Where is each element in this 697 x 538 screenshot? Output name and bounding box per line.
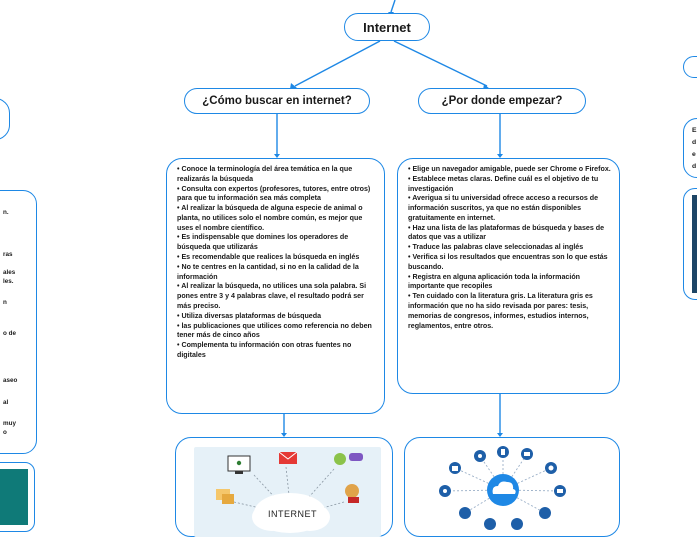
tip-item: • Conoce la terminología del área temáti… (177, 165, 353, 183)
step-item: • Traduce las palabras clave seleccionad… (408, 243, 584, 252)
right-partial-image-node[interactable] (683, 188, 697, 300)
tip-item: • Complementa tu información con otras f… (177, 341, 352, 359)
branch-por-donde-empezar[interactable]: ¿Por donde empezar? (418, 88, 586, 114)
root-node-internet[interactable]: Internet (344, 13, 430, 41)
internet-illustration-node[interactable]: INTERNET (175, 437, 393, 537)
tip-item: • Utiliza diversas plataformas de búsque… (177, 311, 322, 320)
tip-item: • Al realizar la búsqueda, no utilices u… (177, 282, 367, 310)
right-partial-image (692, 195, 697, 293)
left-partial-image (0, 469, 28, 525)
step-item: • Ten cuidado con la literatura gris. La… (408, 292, 593, 330)
step-item: • Establece metas claras. Define cuál es… (408, 174, 599, 193)
tip-item: • Consulta con expertos (profesores, tut… (177, 184, 371, 203)
step-item: • Elige un navegador amigable, puede ser… (408, 165, 611, 173)
tip-item: • Es indispensable que domines los opera… (177, 233, 349, 252)
left-partial-line: muy (3, 420, 16, 427)
right-partial-line: e (692, 150, 696, 158)
left-partial-line: n. (3, 209, 9, 216)
right-partial-node[interactable] (683, 56, 697, 78)
tip-item: • las publicaciones que utilices como re… (177, 321, 372, 340)
internet-illustration: INTERNET (194, 447, 381, 537)
right-partial-text-node[interactable]: E d e d (683, 118, 697, 178)
cloud-network-illustration-node[interactable] (404, 437, 620, 537)
left-partial-text-node[interactable]: n. ras ales les. n o de aseo al muy o (0, 190, 37, 454)
step-item: • Averigua si tu universidad ofrece acce… (408, 194, 599, 222)
left-partial-line: al (3, 399, 9, 406)
como-buscar-tips-node[interactable]: • Conoce la terminología del área temáti… (166, 158, 385, 414)
step-item: • Verifica si los resultados que encuent… (408, 253, 608, 271)
cloud-network-icon (439, 446, 566, 530)
left-partial-node[interactable] (0, 98, 10, 140)
left-partial-image-node[interactable] (0, 462, 35, 532)
left-partial-line: ras (3, 251, 13, 258)
network-illustration-icon (216, 451, 363, 533)
left-partial-line: aseo (3, 377, 18, 384)
left-partial-line: n (3, 299, 7, 306)
tip-item: • No te centres en la cantidad, si no en… (177, 262, 359, 281)
step-item: • Registra en alguna aplicación toda la … (408, 272, 580, 291)
left-partial-line: o de (3, 330, 16, 337)
right-partial-line: E (692, 127, 697, 134)
right-partial-line: d (692, 138, 697, 146)
internet-illustration-label: INTERNET (268, 509, 317, 519)
step-item: • Haz una lista de las plataformas de bú… (408, 223, 605, 242)
left-partial-line: ales (3, 269, 16, 276)
branch-como-buscar[interactable]: ¿Cómo buscar en internet? (184, 88, 370, 114)
por-donde-empezar-steps-node[interactable]: • Elige un navegador amigable, puede ser… (397, 158, 620, 394)
tip-item: • Es recomendable que realices la búsque… (177, 253, 360, 262)
left-partial-line: les. (3, 278, 14, 285)
tip-item: • Al realizar la búsqueda de alguna espe… (177, 204, 363, 232)
left-partial-line: o (3, 429, 7, 436)
right-partial-line: d (692, 162, 697, 170)
